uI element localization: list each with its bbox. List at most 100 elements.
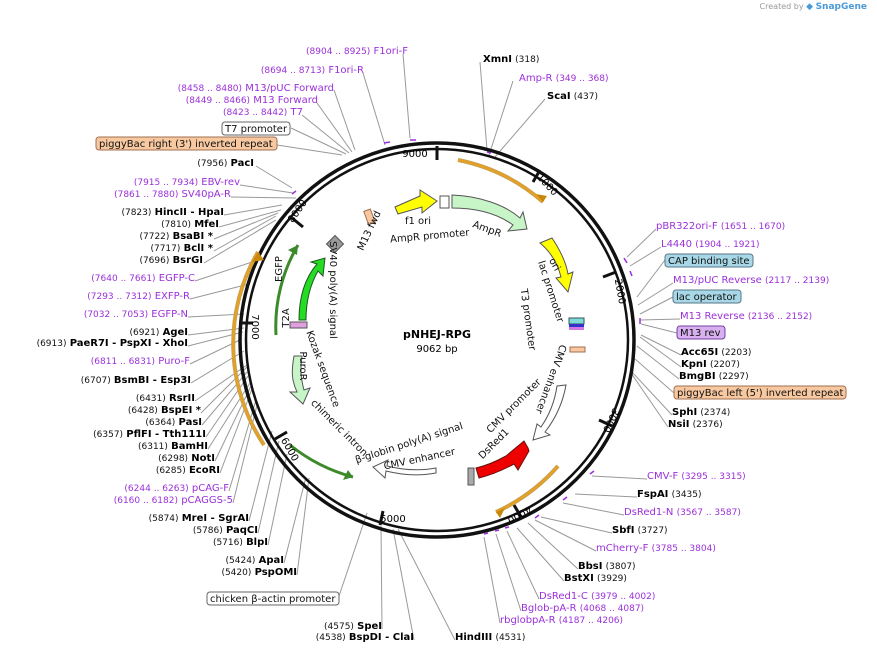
site-name: BlpI <box>246 537 268 548</box>
site-name: PflFI - Tth111I <box>126 429 206 440</box>
leader-line <box>631 371 673 416</box>
boxed-label: M13 rev <box>680 328 721 339</box>
leader-line <box>562 502 625 516</box>
enzyme-site-label: SbfI (3727) <box>612 525 668 536</box>
site-name: SV40pA-R <box>182 189 231 200</box>
site-name: MfeI <box>194 219 219 230</box>
site-position: (2374) <box>700 408 730 418</box>
leader-line <box>296 477 310 576</box>
feature-label: T2A <box>281 308 292 328</box>
site-name: EcoRI <box>189 465 220 476</box>
site-position: (4068 .. 4087) <box>580 604 644 614</box>
site-name: DsRed1-N <box>624 507 673 518</box>
site-name: EGFP-C <box>159 273 195 284</box>
site-position: (6244 .. 6263) <box>124 484 188 494</box>
enzyme-site-label: (6298) NotI <box>158 453 215 464</box>
site-name: BspDI - ClaI <box>349 632 414 643</box>
primer-site-label: mCherry-F (3785 .. 3804) <box>596 543 716 554</box>
enzyme-site-label: (7722) BsaBI * <box>139 231 213 242</box>
site-position: (8449 .. 8466) <box>186 96 250 106</box>
boxed-label-frame <box>206 591 340 606</box>
site-position: (5786) <box>193 526 223 536</box>
feature-label: Kozak sequence <box>303 329 341 409</box>
enzyme-site-label: (6431) RsrII <box>136 393 195 404</box>
site-name: HindIII <box>455 632 492 643</box>
site-name: T7 <box>290 107 303 118</box>
site-name: pCAGGS-5 <box>181 495 233 506</box>
site-position: (7956) <box>197 159 227 169</box>
site-position: (2203) <box>721 348 751 358</box>
site-name: L4440 <box>661 239 692 250</box>
feature-label: EGFP <box>274 256 285 282</box>
bglob-box <box>467 467 475 486</box>
site-position: (5716) <box>213 538 243 548</box>
site-position: (7810) <box>161 220 191 230</box>
site-name: pBR322ori-F <box>656 221 718 232</box>
site-position: (7032 .. 7053) <box>84 310 148 320</box>
site-position: (7717) <box>150 244 180 254</box>
m13-fwd-box <box>363 208 376 226</box>
site-name: PspOMI <box>255 567 297 578</box>
leader-line <box>630 372 669 428</box>
leader-line <box>194 364 248 402</box>
site-name: BsrGI <box>173 255 203 266</box>
primer-site-label: CMV-F (3295 .. 3315) <box>647 471 746 482</box>
leader-line <box>257 440 280 534</box>
leader-line <box>639 336 682 368</box>
leader-line <box>380 525 383 630</box>
site-position: (6298) <box>158 454 188 464</box>
primer-site-label: (6811 .. 6831) Puro-F <box>91 356 190 367</box>
leader-line <box>255 165 293 189</box>
amp-promoter-arc-core <box>457 159 544 203</box>
site-position: (5874) <box>149 514 179 524</box>
leader-line <box>640 323 678 334</box>
site-position: (2117 .. 2139) <box>765 276 829 286</box>
leader-line <box>316 102 353 153</box>
feature-label: AmpR <box>471 219 503 240</box>
boxed-label-frame <box>672 289 742 304</box>
piggybac-left-box <box>569 346 586 353</box>
leader-line <box>200 366 248 414</box>
leader-line <box>495 533 522 612</box>
leader-line <box>337 512 368 600</box>
site-position: (6311) <box>138 442 168 452</box>
leader-line <box>494 98 546 158</box>
leader-line <box>540 516 613 534</box>
primer-site-label: (7640 .. 7661) EGFP-C <box>91 273 195 284</box>
site-position: (5420) <box>221 568 251 578</box>
primer-site-label: L4440 (1904 .. 1921) <box>661 239 760 250</box>
leader-line <box>640 334 682 356</box>
primer-site-label: rbglobpA-R (4187 .. 4206) <box>500 615 623 626</box>
enzyme-site-label: (4575) SpeI <box>324 621 382 632</box>
leader-line <box>634 358 675 394</box>
boxed-label: piggyBac left (5') inverted repeat <box>677 388 843 399</box>
primer-site-label: M13 Reverse (2136 .. 2152) <box>680 311 812 322</box>
leader-line <box>534 519 597 552</box>
cmv-enhancer-arrow <box>532 384 567 441</box>
site-name: AgeI <box>163 327 188 338</box>
primer-site-label: M13/pUC Reverse (2117 .. 2139) <box>673 275 829 286</box>
site-name: FspAI <box>637 489 668 500</box>
primer-site-label: (8694 .. 8713) F1ori-R <box>261 65 364 76</box>
primer-site-label: (8423 .. 8442) T7 <box>223 107 303 118</box>
site-name: F1ori-F <box>374 46 409 57</box>
primer-site-label: (6160 .. 6182) pCAGGS-5 <box>114 495 233 506</box>
leader-line <box>218 209 282 228</box>
puror-arrow <box>288 355 311 405</box>
cmv-enhancer2-arrow <box>372 459 437 480</box>
leader-line <box>283 476 307 564</box>
site-name: HincII - HpaI <box>155 207 224 218</box>
enzyme-site-label: Acc65I (2203) <box>681 347 751 358</box>
leader-line <box>205 375 249 438</box>
primer-site-label: pBR322ori-F (1651 .. 1670) <box>656 221 785 232</box>
enzyme-site-label: (7823) HincII - HpaI <box>121 207 224 218</box>
leader-line <box>636 345 680 380</box>
leader-line <box>488 80 514 156</box>
site-name: BmgBI <box>679 371 716 382</box>
primer-site-label: DsRed1-N (3567 .. 3587) <box>624 507 741 518</box>
leader-line <box>637 282 674 306</box>
leader-line <box>626 228 657 258</box>
site-name: MreI - SgrAI <box>182 513 249 524</box>
site-position: (3979 .. 4002) <box>591 592 655 602</box>
feature-label: f1 ori <box>405 216 431 227</box>
